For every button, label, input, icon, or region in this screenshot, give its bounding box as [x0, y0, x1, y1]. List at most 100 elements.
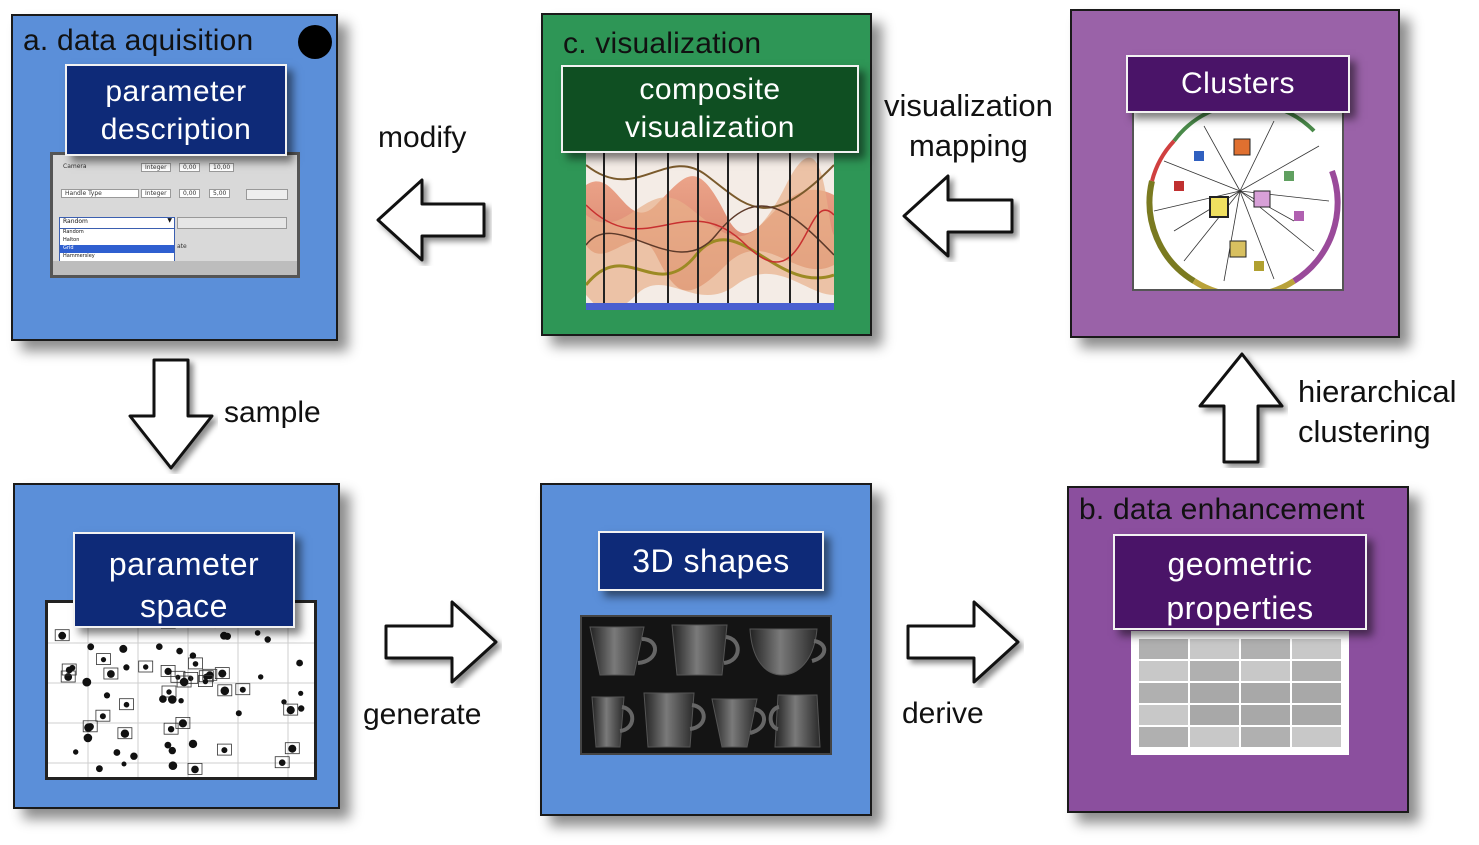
- radial-tree-image: [1132, 109, 1344, 291]
- clustering-label-line2: clustering: [1298, 414, 1431, 449]
- radial-cluster-tree: [1146, 111, 1341, 289]
- property-cell: [1139, 705, 1188, 725]
- derive-label: derive: [902, 697, 984, 730]
- property-cell: [1190, 727, 1239, 747]
- sample-arrow-down: [128, 358, 214, 470]
- clusters-panel: Clusters: [1070, 9, 1400, 338]
- visualization-panel: c. visualization: [541, 13, 872, 336]
- param-row-2-type: Integer: [141, 189, 171, 198]
- generate-arrow-right: [384, 600, 498, 684]
- scatter-glyph-frame: [197, 675, 213, 687]
- scatter-glyph: [65, 666, 73, 674]
- scatter-glyph-frame: [284, 742, 300, 755]
- scatter-glyph: [120, 729, 130, 738]
- property-cell: [1139, 661, 1188, 681]
- property-cell: [1292, 661, 1341, 681]
- scatter-glyph: [220, 686, 230, 696]
- parameter-space-line2: space: [140, 588, 228, 624]
- composite-visualization-line1: composite: [639, 73, 781, 106]
- data-enhancement-title: b. data enhancement: [1079, 493, 1365, 526]
- scatter-glyph-frame: [217, 684, 233, 697]
- param-footer-bar: [53, 261, 297, 275]
- data-enhancement-panel: b. data enhancement geometric properties: [1067, 486, 1409, 813]
- scatter-glyph: [83, 733, 93, 743]
- scatter-glyph: [100, 657, 107, 663]
- data-acquisition-title: a. data aquisition: [23, 24, 254, 57]
- property-cell: [1241, 661, 1290, 681]
- param-row-2-label: Handle Type: [61, 189, 139, 198]
- dropdown-selected-value: Random: [63, 218, 88, 225]
- scatter-glyph: [178, 698, 184, 704]
- parameter-ui-screenshot: Camera Integer 0,00 10,00 Handle Type In…: [50, 152, 300, 278]
- parameter-space-box: parameter space: [73, 532, 295, 628]
- visualization-mapping-label: visualization mapping: [884, 86, 1053, 166]
- scatter-glyph: [218, 669, 227, 678]
- scatter-glyph-frame: [214, 667, 230, 679]
- param-row-2-min: 0,00: [179, 189, 201, 198]
- param-row-1-min: 0,00: [179, 163, 201, 172]
- param-row-2-button: [246, 189, 288, 200]
- scatter-glyph: [288, 744, 297, 753]
- geometric-properties-box: geometric properties: [1113, 534, 1367, 630]
- property-cell: [1190, 639, 1239, 659]
- param-side-text: ate: [177, 243, 187, 250]
- property-cell: [1292, 683, 1341, 703]
- scatter-glyph-frame: [176, 675, 192, 688]
- scatter-glyph-frame: [283, 703, 299, 716]
- property-cell: [1241, 639, 1290, 659]
- scatter-glyph-frame: [160, 665, 176, 677]
- scatter-glyph: [192, 661, 199, 667]
- scatter-glyph: [58, 631, 67, 640]
- parameter-description-line2: description: [100, 113, 252, 146]
- scatter-glyph: [96, 765, 103, 773]
- 3d-cups-render: [580, 615, 832, 755]
- scatter-glyph-frame: [54, 629, 70, 642]
- clustering-arrow-up: [1198, 352, 1284, 464]
- clusters-label: Clusters: [1180, 67, 1296, 100]
- scatter-glyph: [220, 631, 228, 640]
- mapping-label-line1: visualization: [884, 88, 1053, 123]
- parameter-description-line1: parameter: [105, 75, 247, 108]
- scatter-glyph-frame: [216, 743, 232, 756]
- dropdown-option: Hammersley: [63, 253, 95, 259]
- property-cell: [1241, 727, 1290, 747]
- visualization-title: c. visualization: [563, 27, 762, 60]
- property-cell: [1139, 683, 1188, 703]
- property-cell: [1292, 727, 1341, 747]
- scatter-glyph: [103, 692, 111, 699]
- scatter-glyph: [281, 699, 287, 705]
- param-row-1-type: Integer: [141, 163, 171, 172]
- scatter-glyph: [179, 677, 189, 687]
- black-dot-marker: [298, 25, 332, 59]
- scatter-glyph-frame: [202, 668, 218, 681]
- scatter-glyph: [264, 636, 271, 643]
- sample-label: sample: [224, 396, 321, 429]
- parameter-space-scatter: [48, 603, 314, 777]
- scatter-glyph: [221, 747, 228, 754]
- cup-shapes-grid: [589, 624, 827, 748]
- scatter-glyph: [99, 713, 106, 720]
- scatter-glyph-frame: [103, 667, 119, 680]
- scatter-glyph: [168, 761, 178, 770]
- scatter-glyph-frame: [82, 720, 98, 733]
- generate-label: generate: [363, 698, 482, 731]
- scatter-glyph-frame: [119, 698, 134, 711]
- param-row-1-label: Camera: [63, 163, 87, 170]
- scatter-glyph: [235, 710, 242, 717]
- scatter-glyph: [298, 705, 305, 712]
- parameter-description-box: parameter description: [65, 64, 287, 156]
- parallel-coordinates-plot: [586, 145, 834, 310]
- mapping-label-line2: mapping: [908, 128, 1028, 163]
- scatter-glyph: [188, 675, 194, 682]
- dropdown-option: Halton: [63, 237, 80, 243]
- scatter-glyph: [86, 723, 94, 731]
- parameter-space-line1: parameter: [108, 546, 260, 582]
- scatter-glyph: [178, 719, 187, 728]
- property-cell: [1241, 683, 1290, 703]
- scatter-glyph: [239, 686, 246, 693]
- scatter-glyph-frame: [96, 653, 111, 665]
- param-row-2: Handle Type Integer 0,00 5,00: [61, 189, 291, 200]
- geometric-properties-table: [1131, 631, 1349, 755]
- property-cell: [1139, 727, 1188, 747]
- scatter-glyph: [168, 695, 177, 704]
